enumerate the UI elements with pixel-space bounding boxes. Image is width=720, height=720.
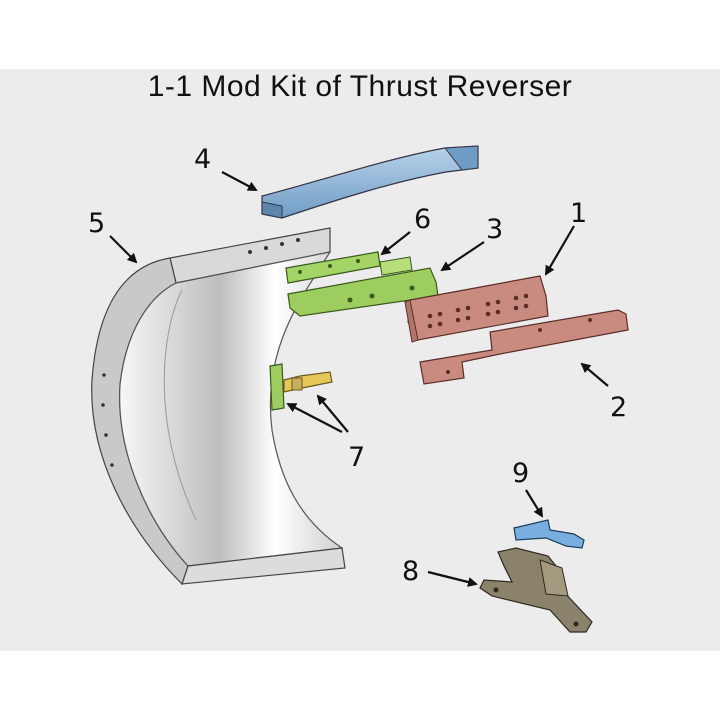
arrow-7a [286,403,343,433]
part-2-long-rail [419,309,629,385]
arrow-7b [316,394,349,433]
part-5-reverser-shell [91,227,346,586]
callout-label-2: 2 [610,392,627,423]
arrow-2 [580,362,609,387]
diagram-title: 1-1 Mod Kit of Thrust Reverser [147,70,573,103]
part-8-base-fitting [479,547,593,633]
callout-label-6: 6 [414,204,431,235]
part-1-perforated-plate [404,275,549,343]
callout-label-4: 4 [194,144,211,175]
part-9-latch [513,519,585,549]
arrow-3 [440,241,485,272]
callout-label-9: 9 [512,458,529,489]
callout-label-7: 7 [348,442,365,473]
callout-label-8: 8 [402,556,419,587]
arrow-4 [221,171,258,191]
callout-label-1: 1 [570,198,587,229]
callout-label-5: 5 [88,208,105,239]
callout-arrows [109,171,609,587]
arrow-6 [380,231,411,256]
part-6-small-bracket [285,251,381,284]
part-4-top-cover [261,145,479,219]
arrow-1 [544,225,575,276]
arrow-8 [427,570,478,587]
part-7-pin-assembly [269,363,333,411]
arrow-9 [525,489,544,518]
callout-label-3: 3 [486,214,503,245]
arrow-5 [109,235,138,264]
